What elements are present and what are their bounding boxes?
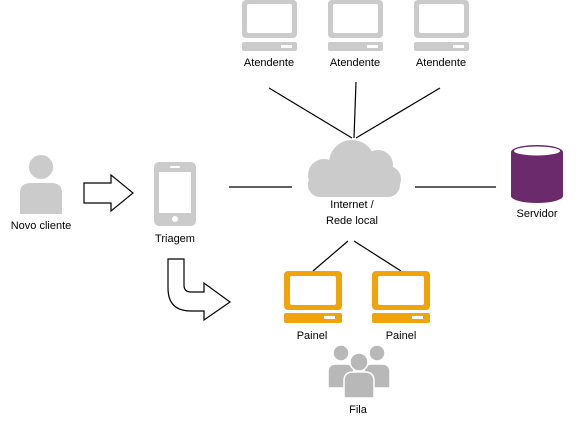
cloud-label-line2: Rede local — [326, 215, 378, 227]
atendente-3-label: Atendente — [416, 57, 466, 69]
novo-cliente-label: Novo cliente — [11, 220, 72, 232]
arrow-right-icon — [83, 173, 134, 213]
connector-painel-1 — [312, 240, 349, 272]
painel-1: Painel — [284, 271, 342, 342]
painel-2: Painel — [372, 271, 430, 342]
servidor: Servidor — [511, 145, 563, 220]
painel-1-label: Painel — [297, 330, 328, 342]
connectors — [229, 81, 496, 272]
database-icon — [511, 145, 563, 203]
atendente-1: Atendente — [242, 0, 297, 69]
person-icon — [20, 155, 62, 214]
connector-atendente-1 — [268, 87, 353, 139]
cloud-label-line1: Internet / — [330, 199, 374, 211]
monitor-icon — [328, 0, 383, 51]
triagem-label: Triagem — [155, 233, 195, 245]
atendente-3: Atendente — [414, 0, 469, 69]
cloud-icon — [308, 140, 401, 197]
cloud: Internet / Rede local — [308, 140, 401, 227]
monitor-icon — [414, 0, 469, 51]
atendente-2: Atendente — [328, 0, 383, 69]
connector-painel-2 — [353, 240, 402, 272]
monitor-icon — [372, 271, 430, 323]
triagem: Triagem — [154, 162, 196, 245]
monitor-icon — [242, 0, 297, 51]
servidor-label: Servidor — [517, 208, 558, 220]
fila-label: Fila — [349, 404, 368, 416]
connector-atendente-3 — [355, 87, 441, 139]
people-group-icon — [327, 344, 391, 399]
monitor-icon — [284, 271, 342, 323]
atendente-1-label: Atendente — [244, 57, 294, 69]
novo-cliente: Novo cliente — [11, 155, 72, 232]
painel-2-label: Painel — [386, 330, 417, 342]
connector-atendente-2 — [353, 81, 357, 139]
phone-icon — [154, 162, 196, 226]
atendente-2-label: Atendente — [330, 57, 380, 69]
curved-arrow-icon — [167, 258, 232, 322]
fila: Fila — [327, 344, 391, 416]
